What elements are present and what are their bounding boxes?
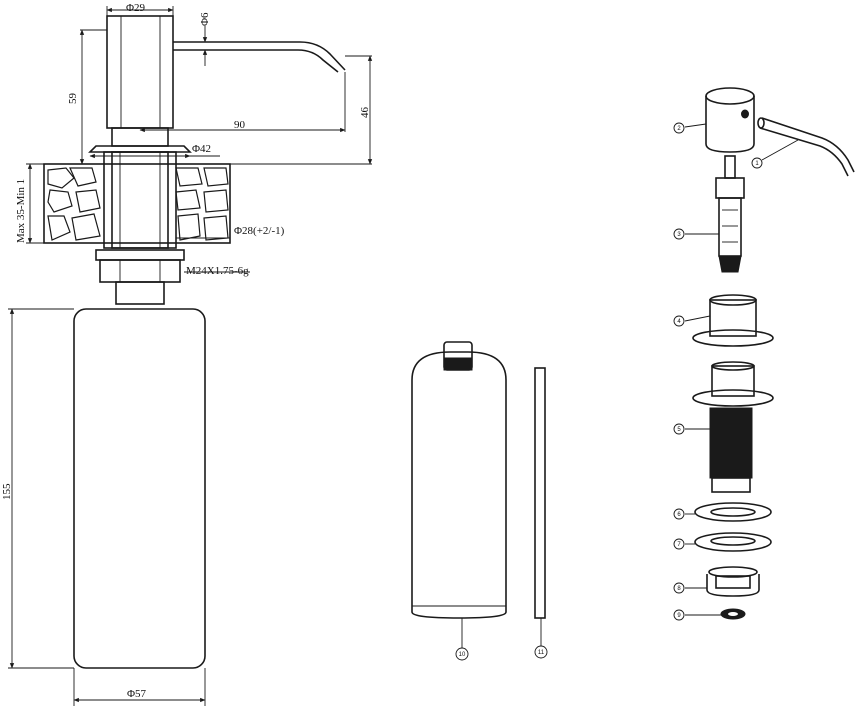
- part-number-4: 4: [677, 319, 681, 325]
- part-badge-10: [455, 647, 469, 661]
- spout-outline: [173, 41, 346, 71]
- dim-bottle-height: 155: [1, 483, 13, 500]
- nut-outline: [99, 259, 181, 283]
- part-badges: 1 2 3 4 5 6 7 8 9 10 11: [455, 122, 763, 661]
- dim-spout-diameter: Φ6: [199, 12, 211, 26]
- part-badge-5: [673, 423, 685, 435]
- exploded-pump-mechanism: [718, 197, 742, 257]
- part-number-6: 6: [677, 512, 681, 518]
- bottle-outline: [73, 308, 206, 669]
- exploded-flange: [692, 329, 774, 347]
- exploded-pump-head: [705, 96, 755, 153]
- part-number-5: 5: [677, 427, 681, 433]
- dim-mount-thickness: Max 35-Min 1: [15, 179, 27, 243]
- part-badge-9: [673, 609, 685, 621]
- part-number-7: 7: [677, 542, 681, 548]
- bottle-and-tube: [411, 341, 546, 648]
- assembled-view: Φ29 Φ6 59 46 90 Φ42 Max 35-Min 1 Φ28(+2/…: [1, 2, 373, 706]
- dim-bottle-diameter: Φ57: [127, 688, 147, 700]
- part-badge-11: [534, 645, 548, 659]
- part-number-11: 11: [538, 650, 545, 656]
- dim-top-diameter: Φ29: [126, 2, 146, 14]
- part-number-10: 10: [459, 652, 466, 658]
- bottle-part-outline: [411, 351, 507, 619]
- exploded-spout: [761, 117, 855, 173]
- dim-flange-diameter: Φ42: [192, 143, 211, 155]
- flange-outline: [88, 145, 192, 153]
- countertop-section: [43, 163, 231, 244]
- part-badge-7: [673, 538, 685, 550]
- exploded-gasket: [694, 502, 772, 522]
- dim-spout-reach: 90: [234, 119, 246, 131]
- exploded-washer: [694, 532, 772, 552]
- tube-part-outline: [534, 367, 546, 619]
- dim-hole-diameter: Φ28(+2/-1): [234, 225, 285, 237]
- part-number-8: 8: [677, 586, 681, 592]
- dim-head-height: 59: [67, 93, 79, 105]
- part-number-2: 2: [677, 126, 681, 132]
- part-badge-2: [673, 122, 685, 134]
- part-badge-8: [673, 582, 685, 594]
- part-badge-3: [673, 228, 685, 240]
- part-badge-6: [673, 508, 685, 520]
- dim-spout-height: 46: [359, 107, 371, 119]
- part-number-1: 1: [755, 161, 759, 167]
- part-badge-1: [751, 157, 763, 169]
- part-number-3: 3: [677, 232, 681, 238]
- part-badge-4: [673, 315, 685, 327]
- stone-texture: [47, 167, 229, 241]
- dim-thread: M24X1.75-6g: [186, 265, 249, 277]
- pump-head-outline: [106, 15, 174, 129]
- exploded-threaded-shank: [709, 407, 753, 479]
- part-number-9: 9: [677, 613, 681, 619]
- exploded-view: [684, 87, 855, 620]
- exploded-nut: [706, 574, 760, 597]
